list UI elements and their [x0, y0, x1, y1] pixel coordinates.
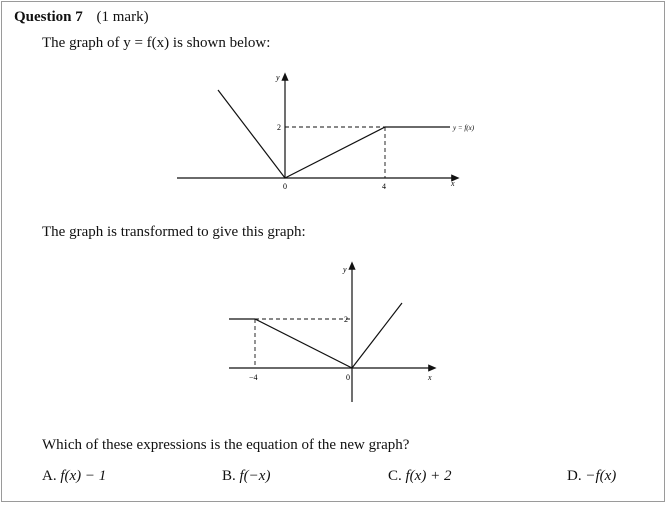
option-expression: f(x) − 1 — [60, 468, 107, 484]
question-marks: (1 mark) — [96, 9, 149, 25]
graph1-curve-label: y = f(x) — [452, 124, 475, 132]
graph2-y-tick-label: 2 — [344, 315, 348, 324]
graph2-curve — [229, 302, 403, 369]
graph1-curve — [217, 89, 450, 179]
graph2-y-label: y — [342, 265, 347, 274]
question-number: Question 7 — [14, 9, 83, 25]
graph1-y-tick-label: 2 — [277, 123, 281, 132]
option-expression: −f(x) — [585, 468, 617, 484]
option-expression: f(x) + 2 — [405, 468, 452, 484]
graph2-x-tick-label: −4 — [249, 373, 258, 382]
option-letter: D. — [567, 468, 582, 484]
option-expression: f(−x) — [239, 468, 271, 484]
prompt-transformed-graph: The graph is transformed to give this gr… — [42, 224, 306, 240]
graph1-x-label: x — [450, 179, 455, 188]
option-letter: B. — [222, 468, 236, 484]
option-letter: A. — [42, 468, 57, 484]
option-b[interactable]: B. f(−x) — [222, 468, 270, 485]
prompt-question: Which of these expressions is the equati… — [42, 437, 410, 453]
option-a[interactable]: A. f(x) − 1 — [42, 468, 106, 485]
graph1-origin-label: 0 — [283, 182, 287, 191]
graph-transformed: y 2 0 −4 x — [229, 261, 437, 402]
graph1-x-tick-label: 4 — [382, 182, 386, 191]
question-header: Question 7 (1 mark) — [14, 9, 149, 26]
option-c[interactable]: C. f(x) + 2 — [388, 468, 451, 485]
graph2-origin-label: 0 — [346, 373, 350, 382]
option-d[interactable]: D. −f(x) — [567, 468, 616, 485]
graph-original: y 2 0 4 x y = f(x) — [177, 72, 475, 191]
graph2-x-label: x — [427, 373, 432, 382]
prompt-original-graph: The graph of y = f(x) is shown below: — [42, 35, 271, 51]
graph1-y-label: y — [275, 73, 280, 82]
option-letter: C. — [388, 468, 402, 484]
